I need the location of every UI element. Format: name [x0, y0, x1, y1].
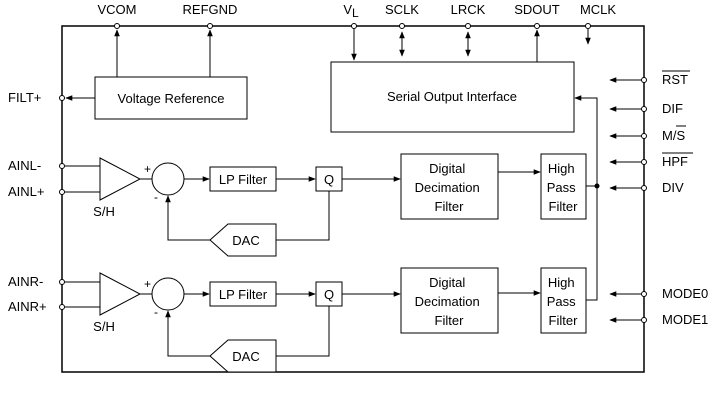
- pin-ainl-minus-label: AINL-: [8, 158, 41, 173]
- voltage-reference-block: [94, 76, 248, 120]
- pin-ainr-plus: [59, 304, 65, 310]
- feedback-wire-right: [276, 306, 330, 357]
- pin-refgnd: [207, 23, 213, 29]
- pin-lrck: [465, 23, 471, 29]
- sample-hold-amp-right: [99, 272, 142, 316]
- pin-mode1: [641, 317, 647, 323]
- lp-filter-label-right: LP Filter: [219, 287, 268, 302]
- decimation-label-left: Digital Decimation Filter: [415, 161, 484, 214]
- pin-sclk: [399, 23, 405, 29]
- serial-output-interface-block: [330, 61, 575, 133]
- pin-rst: [641, 77, 647, 83]
- pin-vcom-label: VCOM: [98, 2, 137, 17]
- pin-mclk-label: MCLK: [580, 2, 616, 17]
- summer-minus-left: -: [154, 190, 158, 204]
- summer-right: [151, 277, 185, 311]
- pin-mclk: [585, 23, 591, 29]
- pin-mode0: [641, 291, 647, 297]
- pin-dif: [641, 106, 647, 112]
- pin-sdout: [534, 23, 540, 29]
- hpf-label-right: High Pass Filter: [547, 275, 580, 328]
- voltage-reference-label: Voltage Reference: [118, 91, 225, 106]
- pin-lrck-label: LRCK: [451, 2, 486, 17]
- pin-ainl-plus: [59, 189, 65, 195]
- dac-right: [209, 339, 277, 373]
- sample-hold-label-right: S/H: [93, 319, 115, 334]
- pin-filt-label: FILT+: [8, 90, 41, 105]
- pin-hpf: [641, 159, 647, 165]
- pin-div-label: DIV: [662, 180, 684, 195]
- high-pass-filter-left: [540, 153, 587, 220]
- pin-ainl-plus-label: AINL+: [8, 184, 45, 199]
- decimation-filter-left: [400, 153, 499, 220]
- pin-sclk-label: SCLK: [385, 2, 419, 17]
- pin-ainr-minus: [59, 279, 65, 285]
- pin-filt: [59, 95, 65, 101]
- summer-plus-right: +: [144, 277, 151, 291]
- pin-sdout-label: SDOUT: [514, 2, 560, 17]
- dac-left: [209, 223, 277, 257]
- sample-hold-amp-left: [99, 157, 142, 201]
- pin-vcom: [114, 23, 120, 29]
- quantizer-label-left: Q: [324, 172, 334, 187]
- wire-dac-summer-left: [165, 195, 210, 241]
- wire-hpf-right-bus: [586, 186, 598, 301]
- serial-output-interface-label: Serial Output Interface: [387, 89, 517, 104]
- dac-label-left: DAC: [232, 233, 259, 248]
- pin-ainl-minus: [59, 163, 65, 169]
- lp-filter-right: [209, 281, 277, 307]
- summer-left: [151, 162, 185, 196]
- high-pass-filter-right: [540, 267, 587, 334]
- sample-hold-label-left: S/H: [93, 204, 115, 219]
- wire-dac-summer-right: [165, 310, 210, 357]
- decimation-filter-right: [400, 267, 499, 334]
- pin-rst-label: RST: [662, 72, 688, 87]
- quantizer-right: [315, 281, 343, 307]
- pin-mode0-label: MODE0: [662, 286, 708, 301]
- pin-ms-label: M/S: [662, 128, 685, 143]
- pin-mode1-label: MODE1: [662, 312, 708, 327]
- dac-label-right: DAC: [232, 349, 259, 364]
- pin-div: [641, 185, 647, 191]
- lp-filter-left: [209, 166, 277, 192]
- pin-dif-label: DIF: [662, 101, 683, 116]
- summer-plus-left: +: [144, 162, 151, 176]
- decimation-label-right: Digital Decimation Filter: [415, 275, 484, 328]
- lp-filter-label-left: LP Filter: [219, 172, 268, 187]
- pin-hpf-label: HPF: [662, 154, 688, 169]
- pin-ainr-minus-label: AINR-: [8, 274, 43, 289]
- hpf-label-left: High Pass Filter: [547, 161, 580, 214]
- pin-refgnd-label: REFGND: [183, 2, 238, 17]
- pin-ainr-plus-label: AINR+: [8, 299, 47, 314]
- pin-ms: [641, 133, 647, 139]
- summer-minus-right: -: [154, 305, 158, 319]
- pin-vl: [351, 23, 357, 29]
- feedback-wire-left: [276, 191, 330, 241]
- wire-bus-serial: [574, 95, 598, 186]
- quantizer-label-right: Q: [324, 287, 334, 302]
- pin-vl-label: VL: [343, 2, 359, 20]
